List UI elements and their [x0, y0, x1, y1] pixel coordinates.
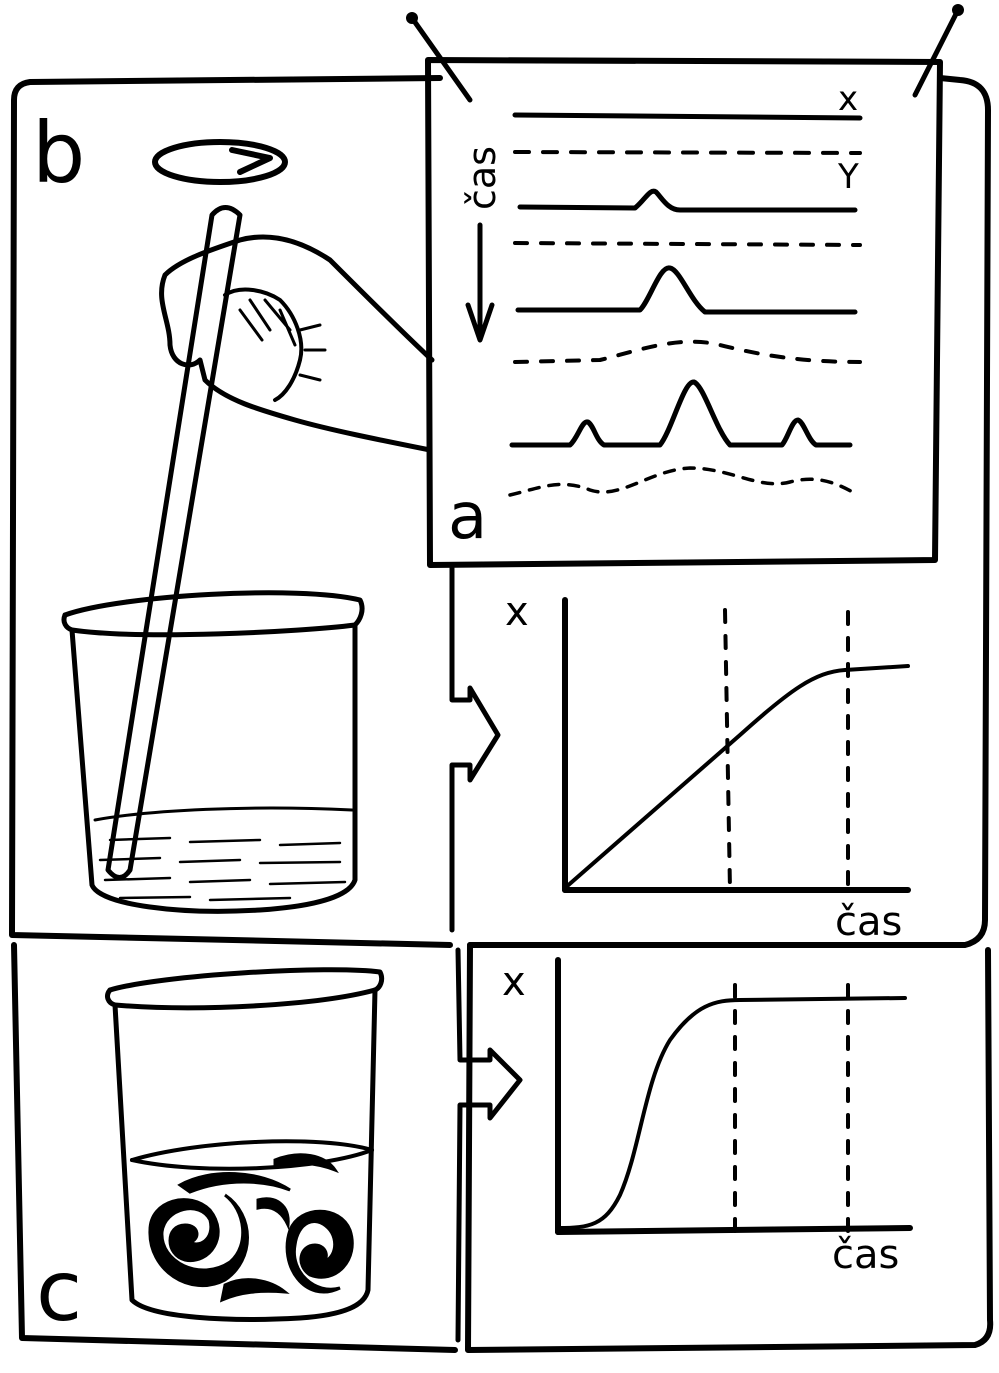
stirring-rod: [108, 208, 240, 878]
panel-a-time-label: čas: [460, 146, 504, 210]
graph-top: [565, 600, 908, 890]
graph-top-y-label: x: [505, 589, 529, 635]
graph-bottom: [558, 960, 910, 1232]
series-y-label: Y: [837, 157, 859, 197]
trace-y-3: [515, 342, 860, 362]
graph-top-x-label: čas: [835, 899, 902, 945]
trace-y-2: [515, 243, 860, 245]
trace-y-4: [510, 468, 858, 495]
trace-x-3: [518, 268, 855, 312]
beaker-c: [108, 970, 382, 1320]
trace-x-4: [512, 382, 850, 445]
graph-bottom-curve: [558, 998, 905, 1228]
ink-swirls: [150, 1155, 352, 1300]
graph-top-curve: [565, 666, 908, 888]
trace-x-1: [515, 115, 860, 118]
panel-b-label: b: [32, 104, 85, 202]
series-x-label: x: [838, 79, 858, 119]
panel-c-label: c: [36, 1242, 82, 1340]
connector-arrow-top: [452, 568, 498, 930]
graph-bottom-x-label: čas: [832, 1232, 899, 1278]
trace-x-2: [520, 191, 855, 210]
graph-bottom-y-label: x: [502, 959, 526, 1005]
recorder-traces: [510, 115, 860, 495]
panel-a-label: a: [448, 480, 487, 554]
trace-y-1: [515, 152, 860, 153]
stir-rotation-arrow-icon: [155, 142, 285, 182]
